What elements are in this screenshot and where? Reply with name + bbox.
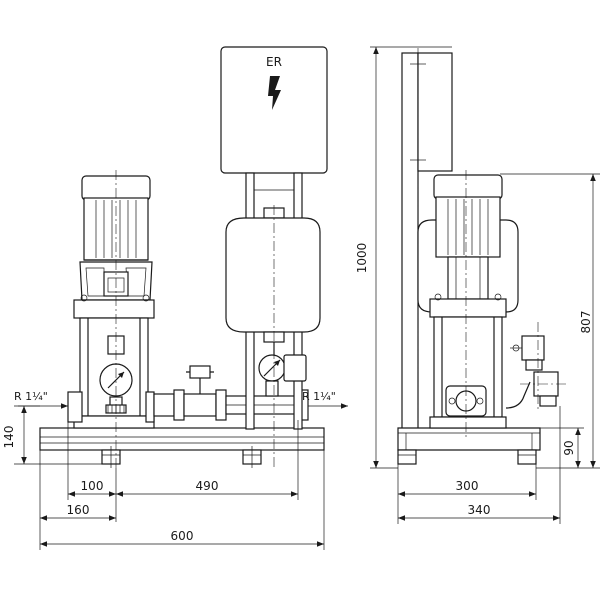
dimension-90: 90 xyxy=(540,427,584,468)
dimension-300: 300 xyxy=(397,464,537,524)
dimension-160: 160 xyxy=(39,450,116,550)
side-base xyxy=(397,427,541,465)
discharge-pipe xyxy=(153,389,301,421)
pump-hydraulics xyxy=(67,294,155,429)
dim-600-label: 600 xyxy=(171,529,194,543)
foot-left xyxy=(101,446,121,468)
dimension-340: 340 xyxy=(398,406,561,524)
pressure-vessel xyxy=(225,207,321,356)
control-box-label: ER xyxy=(266,55,282,69)
dim-807-label: 807 xyxy=(579,311,593,334)
dim-340-label: 340 xyxy=(468,503,491,517)
inlet-arrow: R 1¼" xyxy=(14,390,68,409)
dim-300-label: 300 xyxy=(456,479,479,493)
side-pump-body xyxy=(429,256,507,429)
front-view: ER R 1¼" R xyxy=(2,46,348,550)
dimension-490: 490 xyxy=(116,420,299,500)
dimension-807: 807 xyxy=(500,173,600,469)
dimension-600: 600 xyxy=(40,450,325,550)
inlet-connection-label: R 1¼" xyxy=(14,390,48,403)
dim-90-label: 90 xyxy=(562,440,576,455)
base-frame xyxy=(39,427,325,451)
dimension-140: 140 xyxy=(2,405,102,465)
dim-1000-label: 1000 xyxy=(355,243,369,274)
dimension-1000: 1000 xyxy=(355,46,452,469)
dim-490-label: 490 xyxy=(196,479,219,493)
high-voltage-icon xyxy=(268,76,281,110)
outlet-connection-label: R 1¼" xyxy=(302,390,336,403)
isolation-valve xyxy=(186,365,214,394)
dim-160-label: 160 xyxy=(67,503,90,517)
side-view: 1000 807 90 300 340 xyxy=(355,46,600,524)
side-pump-motor xyxy=(433,174,503,258)
outlet-arrow: R 1¼" xyxy=(302,390,348,409)
mast xyxy=(401,48,453,440)
control-box: ER xyxy=(220,46,328,174)
dim-100-label: 100 xyxy=(81,479,104,493)
dim-140-label: 140 xyxy=(2,426,16,449)
side-manifold-fittings xyxy=(505,322,566,410)
foot-right xyxy=(242,446,262,468)
vessel-pressure-gauge xyxy=(258,354,307,397)
